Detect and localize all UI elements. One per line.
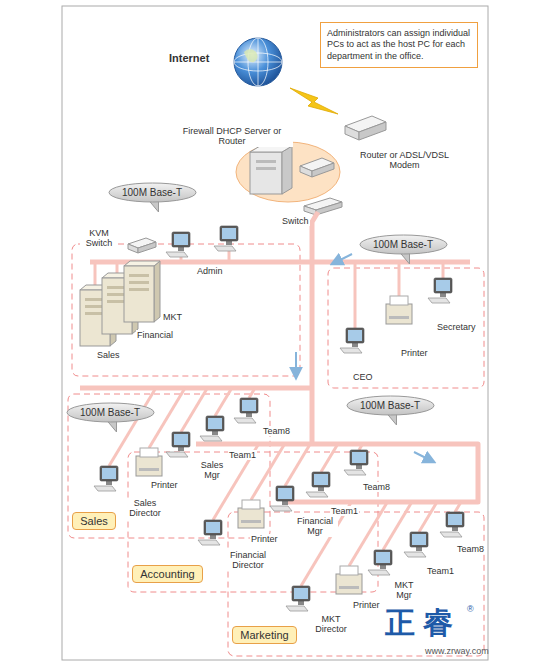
speech-bubble: 100M Base-T	[346, 395, 435, 416]
speech-bubble: 100M Base-T	[66, 402, 155, 423]
department-box: Marketing	[232, 626, 297, 644]
cable-drop	[359, 444, 363, 450]
device-label: CEO	[352, 372, 374, 382]
cable-drop	[321, 444, 338, 472]
device-label: Firewall DHCP Server or Router	[171, 126, 293, 147]
bubble-text: 100M Base-T	[359, 239, 448, 250]
firewall-server	[236, 142, 340, 202]
pc-monitor	[440, 512, 464, 537]
pc-monitor	[368, 550, 392, 575]
device-label: Financial Director	[222, 550, 274, 571]
device-label: Switch	[281, 216, 310, 226]
server-tower	[124, 261, 160, 322]
bubble-text: 100M Base-T	[108, 187, 197, 198]
device-label: MKT	[162, 312, 183, 322]
device-label: Printer	[150, 480, 179, 490]
device-label: Financial	[136, 330, 174, 340]
flow-arrow	[296, 254, 434, 462]
pc-monitor	[94, 466, 118, 491]
cable-drop	[215, 388, 232, 416]
cable-drop	[442, 262, 445, 278]
department-name: Sales	[73, 515, 115, 527]
pc-monitor	[404, 532, 428, 557]
device-label: Team8	[362, 482, 391, 492]
printer	[136, 448, 162, 476]
pc-monitor	[166, 432, 190, 457]
department-box: Sales	[72, 512, 116, 530]
pc-monitor	[270, 486, 294, 511]
device-label: Printer	[250, 534, 279, 544]
device-label: Team8	[262, 426, 291, 436]
device-label: Printer	[400, 348, 429, 358]
bubble-text: 100M Base-T	[346, 400, 435, 411]
speech-bubble: 100M Base-T	[108, 182, 197, 203]
cable-drop	[383, 502, 412, 550]
cable-drop	[455, 502, 461, 512]
cable-drop	[354, 262, 357, 328]
printer	[386, 296, 412, 324]
lightning-bolt	[290, 88, 338, 114]
pc-monitor	[306, 472, 330, 497]
watermark: www.zrway.com	[424, 646, 490, 656]
device-label: Team8	[456, 544, 485, 554]
cable	[80, 386, 312, 391]
device-label: Printer	[352, 600, 381, 610]
device-label: Financial Mgr	[292, 516, 338, 537]
printer	[336, 566, 362, 594]
pc-monitor	[198, 520, 222, 545]
internet-globe	[234, 38, 282, 86]
device-label: KVM Switch	[80, 228, 118, 249]
pc-monitor	[344, 450, 368, 475]
pc-monitor	[286, 586, 310, 611]
network-switch	[304, 198, 342, 215]
device-label: Secretary	[436, 322, 477, 332]
device-label: MKT Director	[308, 614, 354, 635]
pc-monitor	[234, 398, 258, 423]
device-label: Sales Director	[122, 498, 168, 519]
cable-drop	[285, 444, 310, 486]
device-label: Team1	[228, 450, 257, 460]
network-cabling	[80, 212, 478, 586]
pc-monitor	[428, 278, 452, 303]
note-text: Administrators can assign individual PCs…	[327, 28, 471, 62]
note-box: Administrators can assign individual PCs…	[320, 22, 478, 68]
device-label: MKT Mgr	[388, 580, 420, 601]
pc-monitor	[166, 232, 190, 257]
device-label: Sales Mgr	[196, 460, 228, 481]
department-region	[68, 244, 484, 656]
cable-drop	[181, 388, 207, 432]
kvm-switch	[128, 238, 156, 253]
pc-monitor	[214, 226, 238, 251]
cable-drop	[419, 502, 437, 532]
bubble-text: 100M Base-T	[66, 407, 155, 418]
pc-monitor	[340, 328, 364, 353]
pc-monitor	[200, 416, 224, 441]
watermark: ®	[466, 604, 475, 614]
department-name: Accounting	[133, 568, 202, 580]
device-label: Router or ADSL/VDSL Modem	[356, 150, 453, 171]
department-box: Accounting	[132, 565, 203, 583]
device-label: Team1	[330, 506, 359, 516]
device-label: Team1	[426, 566, 455, 576]
router-modem	[345, 116, 386, 140]
watermark: 正 睿	[384, 608, 454, 638]
cable-drop	[249, 388, 255, 398]
device-label: Admin	[196, 266, 224, 276]
printer	[238, 500, 264, 528]
cable	[312, 212, 318, 444]
frame	[62, 6, 488, 660]
department-name: Marketing	[233, 629, 296, 641]
device-label: Sales	[96, 350, 121, 360]
speech-bubble: 100M Base-T	[359, 234, 448, 255]
cable	[196, 444, 478, 502]
cable-drop	[398, 262, 401, 296]
network-label: Internet	[168, 52, 210, 65]
